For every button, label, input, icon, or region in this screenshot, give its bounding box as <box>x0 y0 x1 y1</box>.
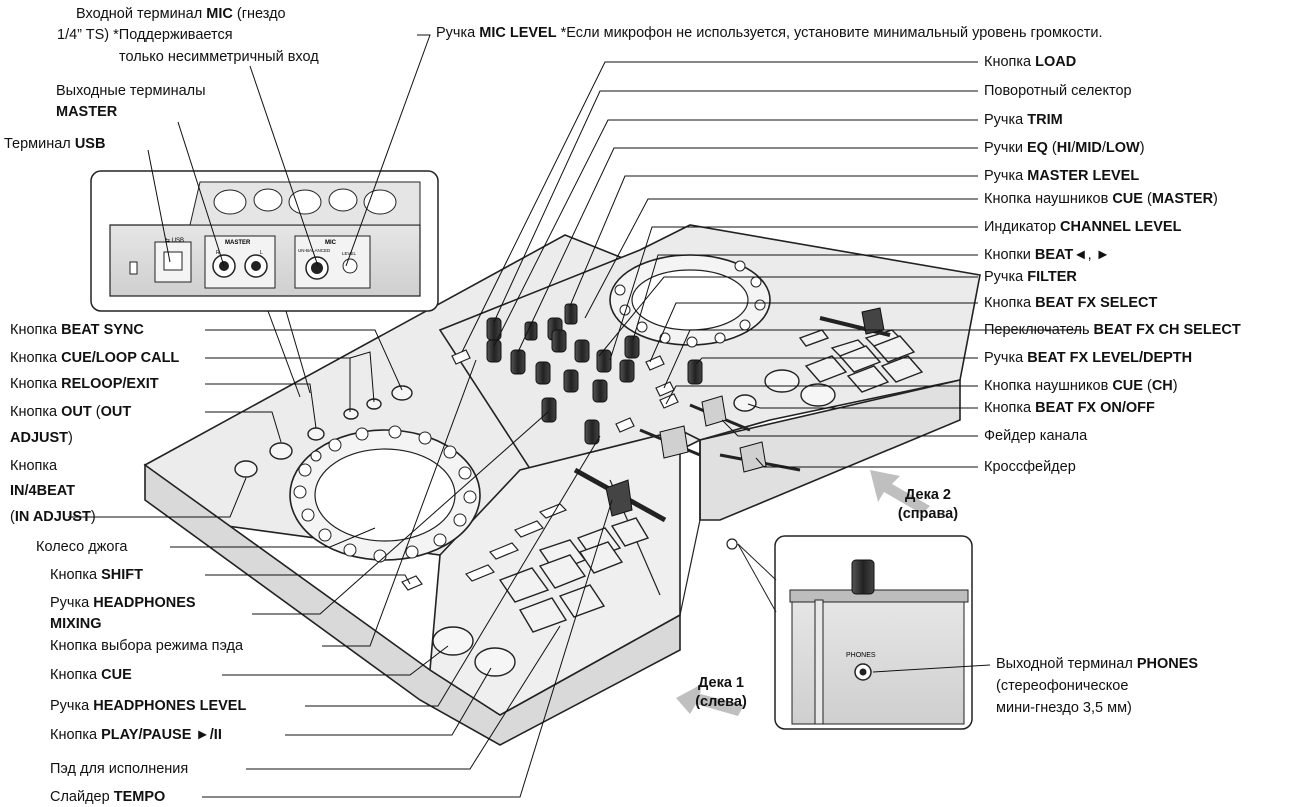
label-in-4beat: Кнопка <box>10 458 58 474</box>
label-mic-input-line2: 1/4” TS) *Поддерживается <box>57 27 233 43</box>
leader-lines <box>68 34 1082 798</box>
deck2-arrow <box>870 470 930 514</box>
label-out-adjust: Кнопка OUT (OUT <box>10 404 132 420</box>
mixer-small-buttons <box>451 349 679 433</box>
label-tempo: Слайдер TEMPO <box>50 789 166 805</box>
label-cue-ch: Кнопка наушников CUE (CH) <box>984 378 1178 394</box>
deck1-label: Дека 1 (слева) <box>686 674 756 712</box>
deck2-label-line2: (справа) <box>897 506 959 522</box>
label-hp-mixing: Ручка HEADPHONES <box>50 595 196 611</box>
label-pad-mode: Кнопка выбора режима пэда <box>50 638 244 654</box>
label-usb: Терминал USB <box>4 136 106 152</box>
label-hp-mixing-line2: MIXING <box>50 616 102 632</box>
label-beat-buttons: Кнопки BEAT◄, ► <box>984 247 1111 263</box>
phones-inset <box>774 535 973 730</box>
label-cue: Кнопка CUE <box>50 667 132 683</box>
label-crossfader: Кроссфейдер <box>984 459 1076 475</box>
label-cue-loop-call: Кнопка CUE/LOOP CALL <box>10 350 180 366</box>
label-cue-master: Кнопка наушников CUE (MASTER) <box>984 191 1218 207</box>
deck1-label-line2: (слева) <box>695 694 747 710</box>
label-beat-fx-select: Кнопка BEAT FX SELECT <box>984 295 1158 311</box>
deck1-arrow <box>676 684 744 716</box>
label-shift: Кнопка SHIFT <box>50 567 144 583</box>
label-mic-level: Ручка MIC LEVEL *Если микрофон не исполь… <box>436 25 1103 41</box>
jog-wheel-deck1 <box>289 425 481 563</box>
panel-r-text: R <box>216 250 220 256</box>
deck1-label-line1: Дека 1 <box>698 675 744 691</box>
label-eq: Ручки EQ (HI/MID/LOW) <box>984 140 1145 156</box>
panel-l-text: L <box>260 250 263 256</box>
label-phones-out-line3: мини-гнездо 3,5 мм) <box>996 700 1132 716</box>
label-beat-fx-onoff: Кнопка BEAT FX ON/OFF <box>984 400 1155 416</box>
label-perf-pad: Пэд для исполнения <box>50 761 189 777</box>
deck2-label: Дека 2 (справа) <box>888 486 968 524</box>
label-phones-out-line2: (стереофоническое <box>996 678 1129 694</box>
label-mic-input: Входной терминал MIC (гнездо <box>76 6 286 22</box>
panel-usb-text: ⇆ USB <box>165 237 184 244</box>
rear-panel-inset <box>90 170 439 312</box>
label-channel-fader: Фейдер канала <box>984 428 1088 444</box>
tempo-sliders <box>573 307 891 523</box>
label-master-out-line2: MASTER <box>56 104 118 120</box>
panel-phones-text: PHONES <box>846 652 876 659</box>
label-channel-level: Индикатор CHANNEL LEVEL <box>984 219 1182 235</box>
panel-unbalanced-text: UN-BALANCED <box>298 248 331 253</box>
panel-master-text: MASTER <box>225 240 251 246</box>
label-out-adjust-line2: ADJUST) <box>10 430 73 446</box>
label-load: Кнопка LOAD <box>984 54 1077 70</box>
label-beat-fx-level: Ручка BEAT FX LEVEL/DEPTH <box>984 350 1193 366</box>
label-phones-out: Выходной терминал PHONES <box>996 656 1199 672</box>
panel-mic-text: MIC <box>325 240 337 246</box>
pad-mode-buttons-deck1 <box>401 503 568 591</box>
label-master-level: Ручка MASTER LEVEL <box>984 168 1140 184</box>
label-master-out: Выходные терминалы <box>56 83 206 99</box>
label-rotary: Поворотный селектор <box>984 83 1132 99</box>
label-reloop-exit: Кнопка RELOOP/EXIT <box>10 376 159 392</box>
label-beat-fx-ch-select: Переключатель BEAT FX CH SELECT <box>984 322 1241 338</box>
label-trim: Ручка TRIM <box>984 112 1063 128</box>
label-jog: Колесо джога <box>36 539 128 555</box>
headphones-jack <box>726 538 738 550</box>
label-hp-level: Ручка HEADPHONES LEVEL <box>50 698 247 714</box>
label-beat-sync: Кнопка BEAT SYNC <box>10 322 144 338</box>
label-mic-input-line3: только несимметричный вход <box>119 49 319 65</box>
label-in-4beat-line2: IN/4BEAT <box>10 483 75 499</box>
phones-inset-connector <box>737 543 777 613</box>
label-in-4beat-line3: (IN ADJUST) <box>10 509 96 525</box>
label-filter: Ручка FILTER <box>984 269 1077 285</box>
panel-level-text: LEVEL <box>342 251 357 256</box>
deck2-label-line1: Дека 2 <box>905 487 951 503</box>
deck1-round-buttons <box>234 385 516 677</box>
label-play-pause: Кнопка PLAY/PAUSE ►/II <box>50 727 222 743</box>
